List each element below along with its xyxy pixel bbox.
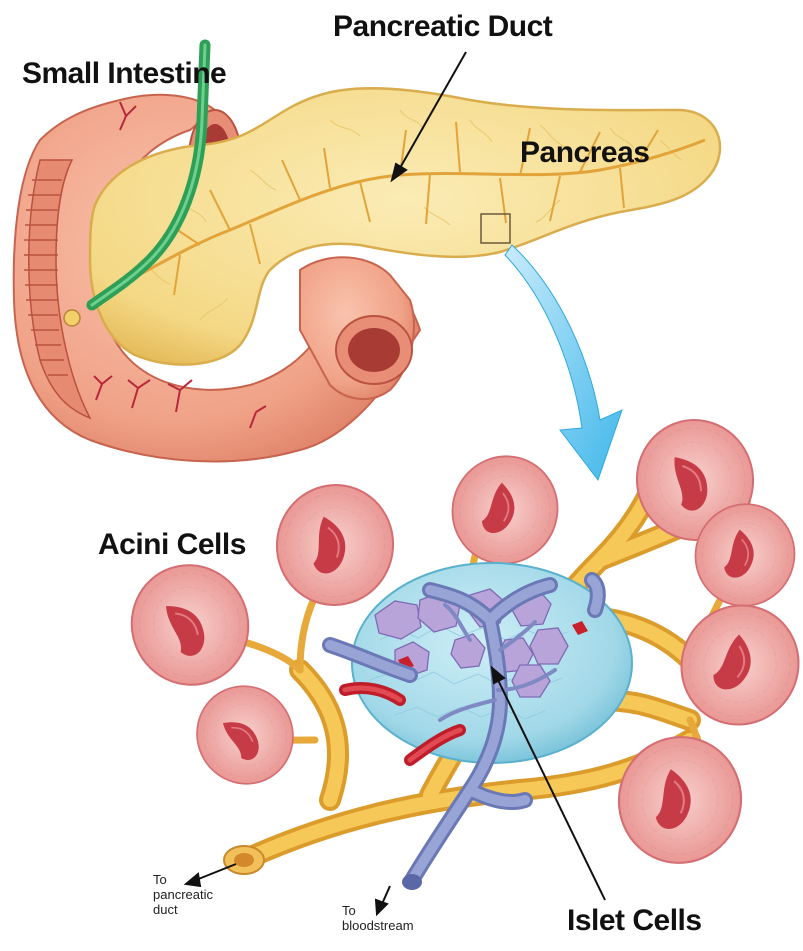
label-small-intestine: Small Intestine [22,57,226,91]
label-line: bloodstream [342,918,414,933]
label-pancreas: Pancreas [520,136,649,170]
label-line: To [153,872,213,887]
label-line: To [342,903,414,918]
label-pancreatic-duct: Pancreatic Duct [333,10,552,44]
label-to-pancreatic-duct: To pancreatic duct [153,872,213,917]
label-islet-cells: Islet Cells [567,904,702,938]
label-line: duct [153,902,213,917]
label-line: pancreatic [153,887,213,902]
magnify-arrow [505,245,622,480]
label-acini-cells: Acini Cells [98,528,246,562]
label-to-bloodstream: To bloodstream [342,903,414,933]
